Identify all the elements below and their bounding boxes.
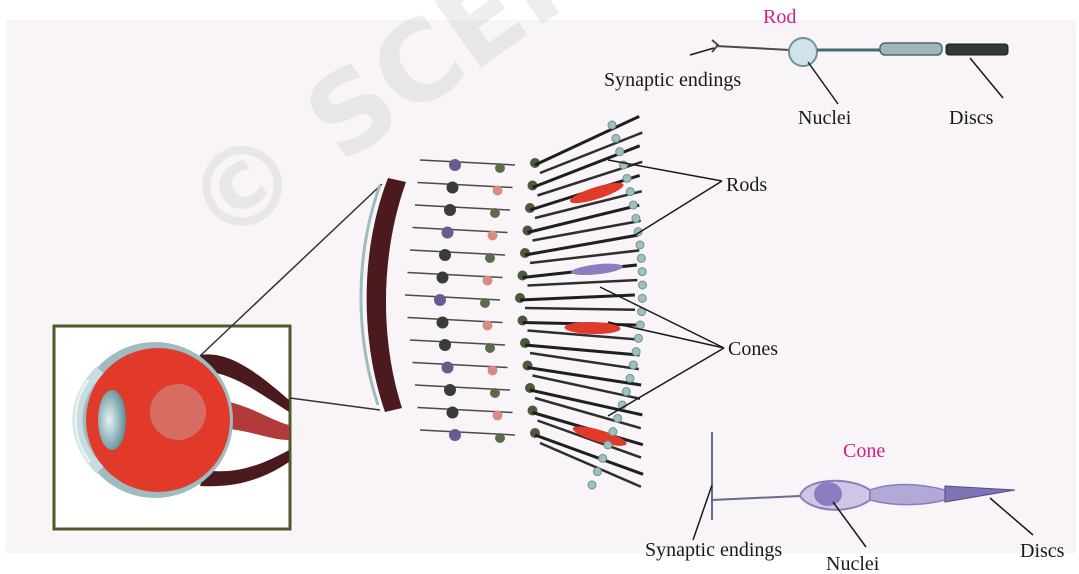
cones-pointer-2 [608, 322, 724, 348]
eye-inset [54, 326, 290, 529]
cones-callout [600, 287, 724, 416]
cone-discs-label: Discs [1020, 540, 1065, 562]
rod-nuclei-label: Nuclei [798, 107, 852, 129]
rod-discs [946, 44, 1008, 55]
rod-nucleus [789, 38, 817, 66]
neuron-layer [405, 158, 540, 443]
cone-nucleus [814, 482, 842, 506]
fovea-region [150, 384, 206, 440]
cone-inner-segment [870, 485, 945, 505]
rods-label: Rods [726, 174, 767, 196]
rod-discs-label: Discs [949, 107, 994, 129]
cone-title: Cone [843, 440, 885, 462]
cone-cell: Cone [693, 432, 1033, 547]
cone-synaptic-ending [712, 432, 800, 520]
rods-callout [608, 160, 722, 237]
rod-title: Rod [763, 6, 796, 28]
watermark: © SCERT not to be republished [161, 0, 1079, 271]
watermark-copyright: © SCERT not to be republished [161, 0, 1079, 271]
rod-inner-segment [880, 43, 942, 55]
rod-synaptic-label: Synaptic endings [604, 69, 741, 91]
cone-synaptic-label: Synaptic endings [645, 539, 782, 561]
retina-section [361, 116, 647, 489]
cone-discs [945, 486, 1015, 502]
cone-nuclei-label: Nuclei [826, 553, 880, 574]
cones-label: Cones [728, 338, 778, 360]
rods-pointer-2 [632, 181, 722, 237]
lens [98, 390, 126, 450]
rod-synaptic-ending [712, 40, 790, 52]
